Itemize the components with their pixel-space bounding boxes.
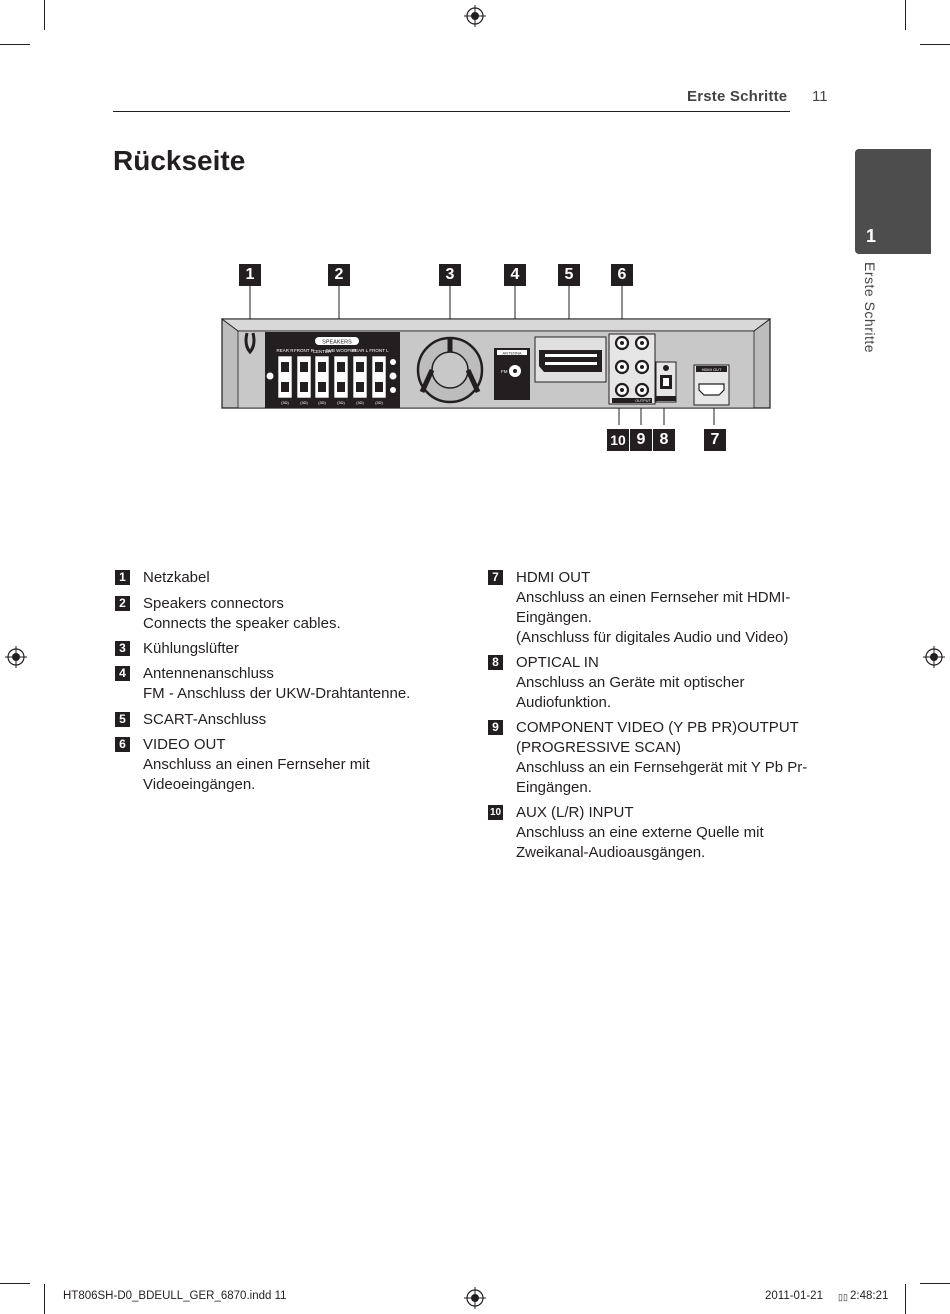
item-description: Anschluss an ein Fernsehgerät mit Y Pb P… <box>516 759 808 776</box>
chapter-label: Erste Schritte <box>862 262 878 354</box>
item-title: OPTICAL IN <box>516 654 599 671</box>
item-title: Netzkabel <box>143 569 210 586</box>
item-description: (Anschluss für digitales Audio und Video… <box>516 629 789 646</box>
item-description: (PROGRESSIVE SCAN) <box>516 739 682 756</box>
item-description: Anschluss an Geräte mit optischer <box>516 674 745 691</box>
item-description: Audiofunktion. <box>516 694 612 711</box>
item-number: 1 <box>115 570 130 585</box>
item-description: Eingängen. <box>516 609 592 626</box>
crop-mark <box>905 1284 906 1314</box>
front-r-label: FRONT R <box>294 348 315 353</box>
item-title: AUX (L/R) INPUT <box>516 804 634 821</box>
front-l-label: FRONT L <box>369 348 389 353</box>
item-description: Eingängen. <box>516 779 592 796</box>
page-title: Rückseite <box>113 145 246 176</box>
callout-6: 6 <box>611 264 633 286</box>
item-number: 10 <box>488 805 503 820</box>
callout-4: 4 <box>504 264 526 286</box>
crop-mark <box>44 0 45 30</box>
item-number: 3 <box>115 641 130 656</box>
svg-text:HDMI OUT: HDMI OUT <box>702 367 722 372</box>
callout-7: 7 <box>704 429 726 451</box>
item-description: FM - Anschluss der UKW-Drahtantenne. <box>143 685 411 702</box>
item-number: 9 <box>488 720 503 735</box>
svg-text:OUTPUT: OUTPUT <box>635 399 651 403</box>
header-divider <box>113 111 790 112</box>
svg-text:(3Ω): (3Ω) <box>375 401 383 405</box>
crop-mark <box>920 1283 950 1284</box>
footer-time-glyph: ▯▯ <box>838 1292 848 1302</box>
subwoofer-label: SUB WOOFER <box>326 348 358 353</box>
registration-mark-icon <box>464 1287 486 1309</box>
footer-date: 2011-01-21 <box>765 1290 823 1302</box>
footer-time: 2:48:21 <box>850 1290 889 1302</box>
svg-text:(3Ω): (3Ω) <box>356 401 364 405</box>
item-title: Speakers connectors <box>143 595 284 612</box>
callout-1: 1 <box>239 264 261 286</box>
item-description: Videoeingängen. <box>143 776 256 793</box>
svg-text:ANTENNA: ANTENNA <box>502 351 521 356</box>
crop-mark <box>905 0 906 30</box>
item-title: COMPONENT VIDEO (Y PB PR)OUTPUT <box>516 719 799 736</box>
footer-filename: HT806SH-D0_BDEULL_GER_6870.indd 11 <box>63 1290 287 1302</box>
chapter-number: 1 <box>866 226 877 246</box>
item-title: SCART-Anschluss <box>143 711 267 728</box>
item-description: Anschluss an einen Fernseher mit HDMI- <box>516 589 791 606</box>
crop-mark <box>920 44 950 45</box>
svg-text:(3Ω): (3Ω) <box>300 401 308 405</box>
cooling-fan <box>416 336 484 404</box>
item-number: 4 <box>115 666 130 681</box>
crop-mark <box>0 1283 30 1284</box>
rear-panel-illustration: SPEAKERS REAR R FRONT R CENTER SUB WOOFE… <box>220 286 772 425</box>
svg-text:(3Ω): (3Ω) <box>318 401 326 405</box>
rear-r-label: REAR R <box>276 348 294 353</box>
chapter-tab <box>855 149 931 254</box>
callout-10: 10 <box>607 429 629 451</box>
registration-mark-icon <box>923 646 945 668</box>
item-title: Kühlungslüfter <box>143 640 239 657</box>
center-label: CENTER <box>313 349 332 354</box>
item-number: 5 <box>115 712 130 727</box>
item-number: 6 <box>115 737 130 752</box>
svg-text:FM: FM <box>501 369 508 374</box>
running-header: Erste Schritte <box>687 88 788 105</box>
callout-3: 3 <box>439 264 461 286</box>
item-description: Anschluss an einen Fernseher mit <box>143 756 370 773</box>
callout-2: 2 <box>328 264 350 286</box>
registration-mark-icon <box>5 646 27 668</box>
svg-text:(3Ω): (3Ω) <box>337 401 345 405</box>
page-number: 11 <box>812 88 828 105</box>
callout-9: 9 <box>630 429 652 451</box>
item-number: 7 <box>488 570 503 585</box>
item-description: Anschluss an eine externe Quelle mit <box>516 824 764 841</box>
crop-mark <box>44 1284 45 1314</box>
item-description: Zweikanal-Audioausgängen. <box>516 844 706 861</box>
item-title: VIDEO OUT <box>143 736 226 753</box>
speakers-label: SPEAKERS <box>322 340 352 346</box>
item-title: Antennenanschluss <box>143 665 274 682</box>
svg-text:(3Ω): (3Ω) <box>281 401 289 405</box>
item-number: 8 <box>488 655 503 670</box>
item-description: Connects the speaker cables. <box>143 615 341 632</box>
item-number: 2 <box>115 596 130 611</box>
registration-mark-icon <box>464 5 486 27</box>
crop-mark <box>0 44 30 45</box>
callout-5: 5 <box>558 264 580 286</box>
item-title: HDMI OUT <box>516 569 591 586</box>
callout-8: 8 <box>653 429 675 451</box>
rear-l-label: REAR L <box>352 348 369 353</box>
